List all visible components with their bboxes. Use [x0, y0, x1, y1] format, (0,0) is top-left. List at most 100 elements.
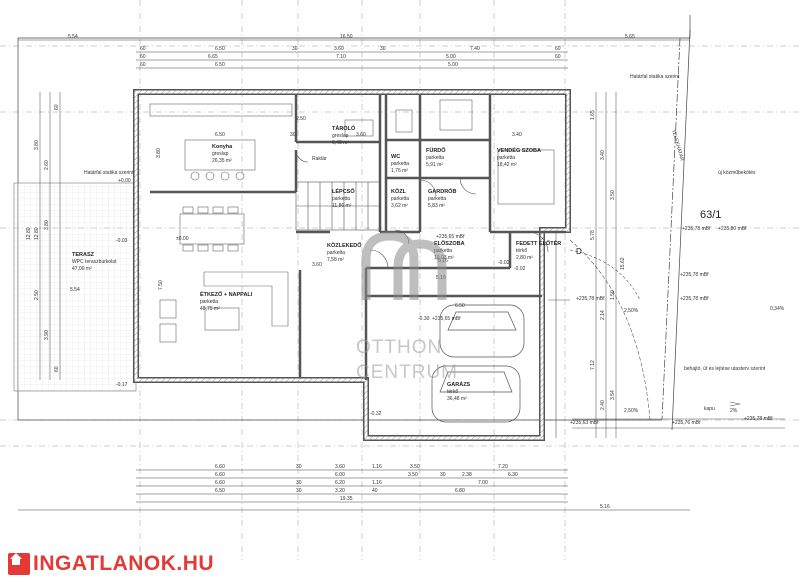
room-gardrob-name: GARDRÓB — [428, 187, 456, 195]
dim-top-r1-2: 5.65 — [625, 34, 635, 40]
room-etkezo-floor: parketta — [200, 299, 218, 305]
statik-note-2: Határfal statika szerint — [84, 170, 134, 176]
dim-right-5: 1.50 — [610, 290, 616, 300]
gate-label: kapu — [704, 406, 715, 412]
terrace-area — [13, 182, 137, 392]
room-kozlekedo-name: KÖZLEKEDŐ — [327, 242, 362, 249]
slope-2: 2,50% — [624, 308, 639, 314]
utility-note: új közműbekötés — [718, 170, 756, 176]
level-15: +235,78 mBf — [680, 296, 709, 302]
door-d-label: D — [576, 247, 582, 256]
house-icon — [8, 553, 30, 575]
dim-bot-r2-4: 2.38 — [462, 472, 472, 478]
dim-inner-12: 5.54 — [70, 287, 80, 293]
street-label: TELEKHATÁR — [670, 129, 686, 162]
room-terasz-area: 47,09 m² — [72, 266, 92, 272]
dim-top-r4-1: 6.50 — [215, 62, 225, 68]
level-7: -0.30 — [418, 316, 430, 322]
dim-bot-r4-3: 40 — [372, 488, 378, 494]
lft-note: Raktár — [312, 156, 327, 162]
brand-logo[interactable]: INGATLANOK.HU — [8, 551, 214, 577]
dim-top-r3-2: 7.10 — [336, 54, 346, 60]
dim-right-2: 3.50 — [610, 190, 616, 200]
furniture — [149, 99, 555, 343]
dim-left-7: 60 — [54, 366, 60, 372]
watermark: OTTHON CENTRUM — [356, 231, 457, 383]
room-konyha-area: 26,35 m² — [212, 158, 232, 164]
dim-top-r2-0: 60 — [140, 46, 146, 52]
dim-inner-1: 6.50 — [215, 132, 225, 138]
room-lepcso-area: 11,86 m² — [332, 203, 352, 209]
room-terasz-name: TERASZ — [72, 252, 95, 258]
lot-number: 63/1 — [700, 209, 721, 221]
dim-bot-r2-0: 6.60 — [215, 472, 225, 478]
dim-right-0: 1.65 — [590, 110, 596, 120]
room-gardrob-floor: parketta — [428, 196, 446, 202]
dim-top-r3-4: 60 — [555, 54, 561, 60]
room-tarolo-area: 6,48 m² — [332, 140, 349, 146]
room-lepcso-name: LÉPCSŐ — [332, 187, 355, 195]
room-kozl-floor: parketta — [391, 196, 409, 202]
level-14: +235,78 mBf — [576, 296, 605, 302]
dim-inner-9: 2.50 — [296, 116, 306, 122]
dim-right-8: 3.54 — [610, 390, 616, 400]
outer-walls — [133, 89, 571, 441]
level-4: +0.00 — [118, 178, 131, 184]
level-11: +235,78 mBf — [682, 226, 711, 232]
dim-inner-2: 30 — [290, 132, 296, 138]
dim-inner-10: 3.80 — [156, 148, 162, 158]
dim-top-r3-1: 6.65 — [208, 54, 218, 60]
garage-cars — [431, 304, 525, 423]
dim-bot-r2-1: 6.00 — [335, 472, 345, 478]
room-kozl-area: 3,62 m² — [391, 203, 408, 209]
dim-top-r2-4: 30 — [380, 46, 386, 52]
room-wc-floor: parketta — [391, 161, 409, 167]
room-etkezo-area: 48,75 m² — [200, 306, 220, 312]
watermark-logo-icon — [361, 231, 447, 300]
level-18: +235,78 mBf — [744, 416, 773, 422]
level-3: -0.17 — [116, 382, 128, 388]
level-1: ±0.00 — [176, 236, 189, 242]
dim-right-6: 7.12 — [590, 360, 596, 370]
room-vendeg-floor: parketta — [497, 155, 515, 161]
room-gardrob-area: 5,83 m² — [428, 203, 445, 209]
statik-note-1: Határfal statika szerint — [630, 74, 680, 80]
dim-bot-r5-0: 19.35 — [340, 496, 353, 502]
level-5: -0.02 — [514, 266, 526, 272]
dim-top-r1-1: 16.50 — [340, 34, 353, 40]
room-garazs-area: 36,48 m² — [447, 396, 467, 402]
dim-inner-4: 3.40 — [512, 132, 522, 138]
dim-bot-r4-1: 30 — [296, 488, 302, 494]
slope-1: 2% — [730, 408, 738, 414]
room-furdo-area: 5,91 m² — [426, 162, 443, 168]
dim-right-7: 2.40 — [600, 400, 606, 410]
level-16: +235,63 mBf — [570, 420, 599, 426]
dim-left-3: 12.80 — [34, 227, 40, 240]
watermark-line1: OTTHON — [356, 337, 442, 358]
room-konyha-name: Konyha — [212, 144, 233, 150]
dim-bot-r1-1: 30 — [296, 464, 302, 470]
dim-top-r2-5: 7.40 — [470, 46, 480, 52]
room-terasz-floor: WPC teraszburkolat — [72, 259, 117, 265]
room-vendeg-area: 18,42 m² — [497, 162, 517, 168]
dim-bot-r3-2: 6.20 — [335, 480, 345, 486]
dim-left-4: 3.80 — [44, 220, 50, 230]
dim-bot-r2-2: 3.50 — [408, 472, 418, 478]
slope-3: 2,50% — [624, 408, 639, 414]
dim-bot-r6-0: 5.16 — [600, 504, 610, 510]
dim-bot-r3-1: 30 — [296, 480, 302, 486]
dim-top-r3-0: 60 — [140, 54, 146, 60]
staircase — [295, 181, 381, 231]
dim-top-r2-6: 60 — [555, 46, 561, 52]
level-8: -0.32 — [370, 411, 382, 417]
level-6: -0.02 — [498, 260, 510, 266]
dim-left-5: 2.50 — [34, 290, 40, 300]
dim-top-r2-2: 30 — [292, 46, 298, 52]
room-kozlekedo-floor: parketta — [327, 250, 345, 256]
dim-bot-r1-5: 7.20 — [498, 464, 508, 470]
room-etkezo-name: ÉTKEZŐ + NAPPALI — [200, 290, 253, 298]
room-fedett-floor: térkő — [516, 248, 527, 254]
dim-bot-r2-5: 6.30 — [508, 472, 518, 478]
dim-left-6: 3.90 — [44, 330, 50, 340]
room-furdo-floor: parketta — [426, 155, 444, 161]
